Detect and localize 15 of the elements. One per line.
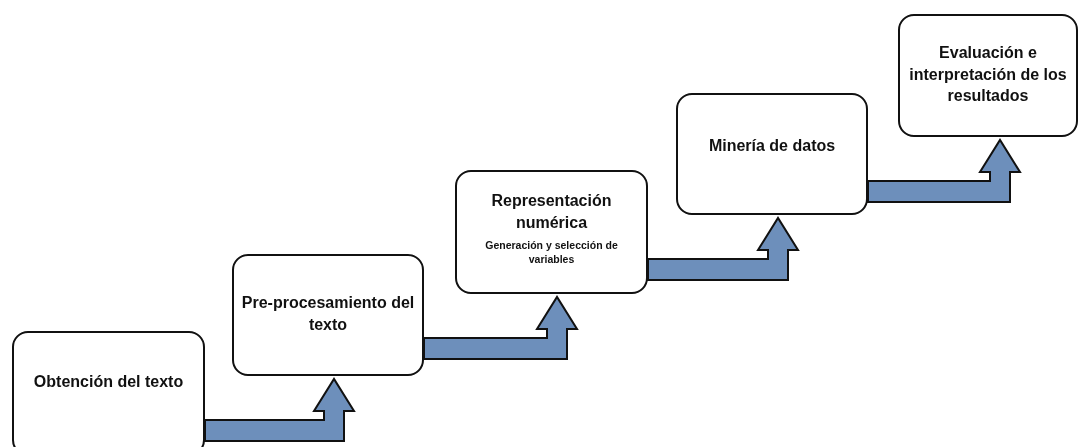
bent-block-arrow — [423, 295, 579, 360]
step-title: Evaluación e interpretación de los resultados — [908, 43, 1068, 107]
process-box — [455, 170, 648, 294]
bent-block-arrow — [647, 216, 800, 281]
step-description: Generación y selección de variables — [484, 239, 619, 267]
process-box — [12, 331, 205, 447]
step-title: Pre-procesamiento del texto — [240, 293, 416, 335]
step-title: Representación numérica — [490, 191, 613, 233]
step-title: Minería de datos — [708, 136, 836, 156]
process-box — [676, 93, 868, 215]
process-box — [232, 254, 424, 376]
step-title: Obtención del texto — [33, 372, 184, 392]
bent-block-arrow — [867, 138, 1022, 203]
process-box — [898, 14, 1078, 137]
bent-block-arrow — [204, 377, 356, 442]
